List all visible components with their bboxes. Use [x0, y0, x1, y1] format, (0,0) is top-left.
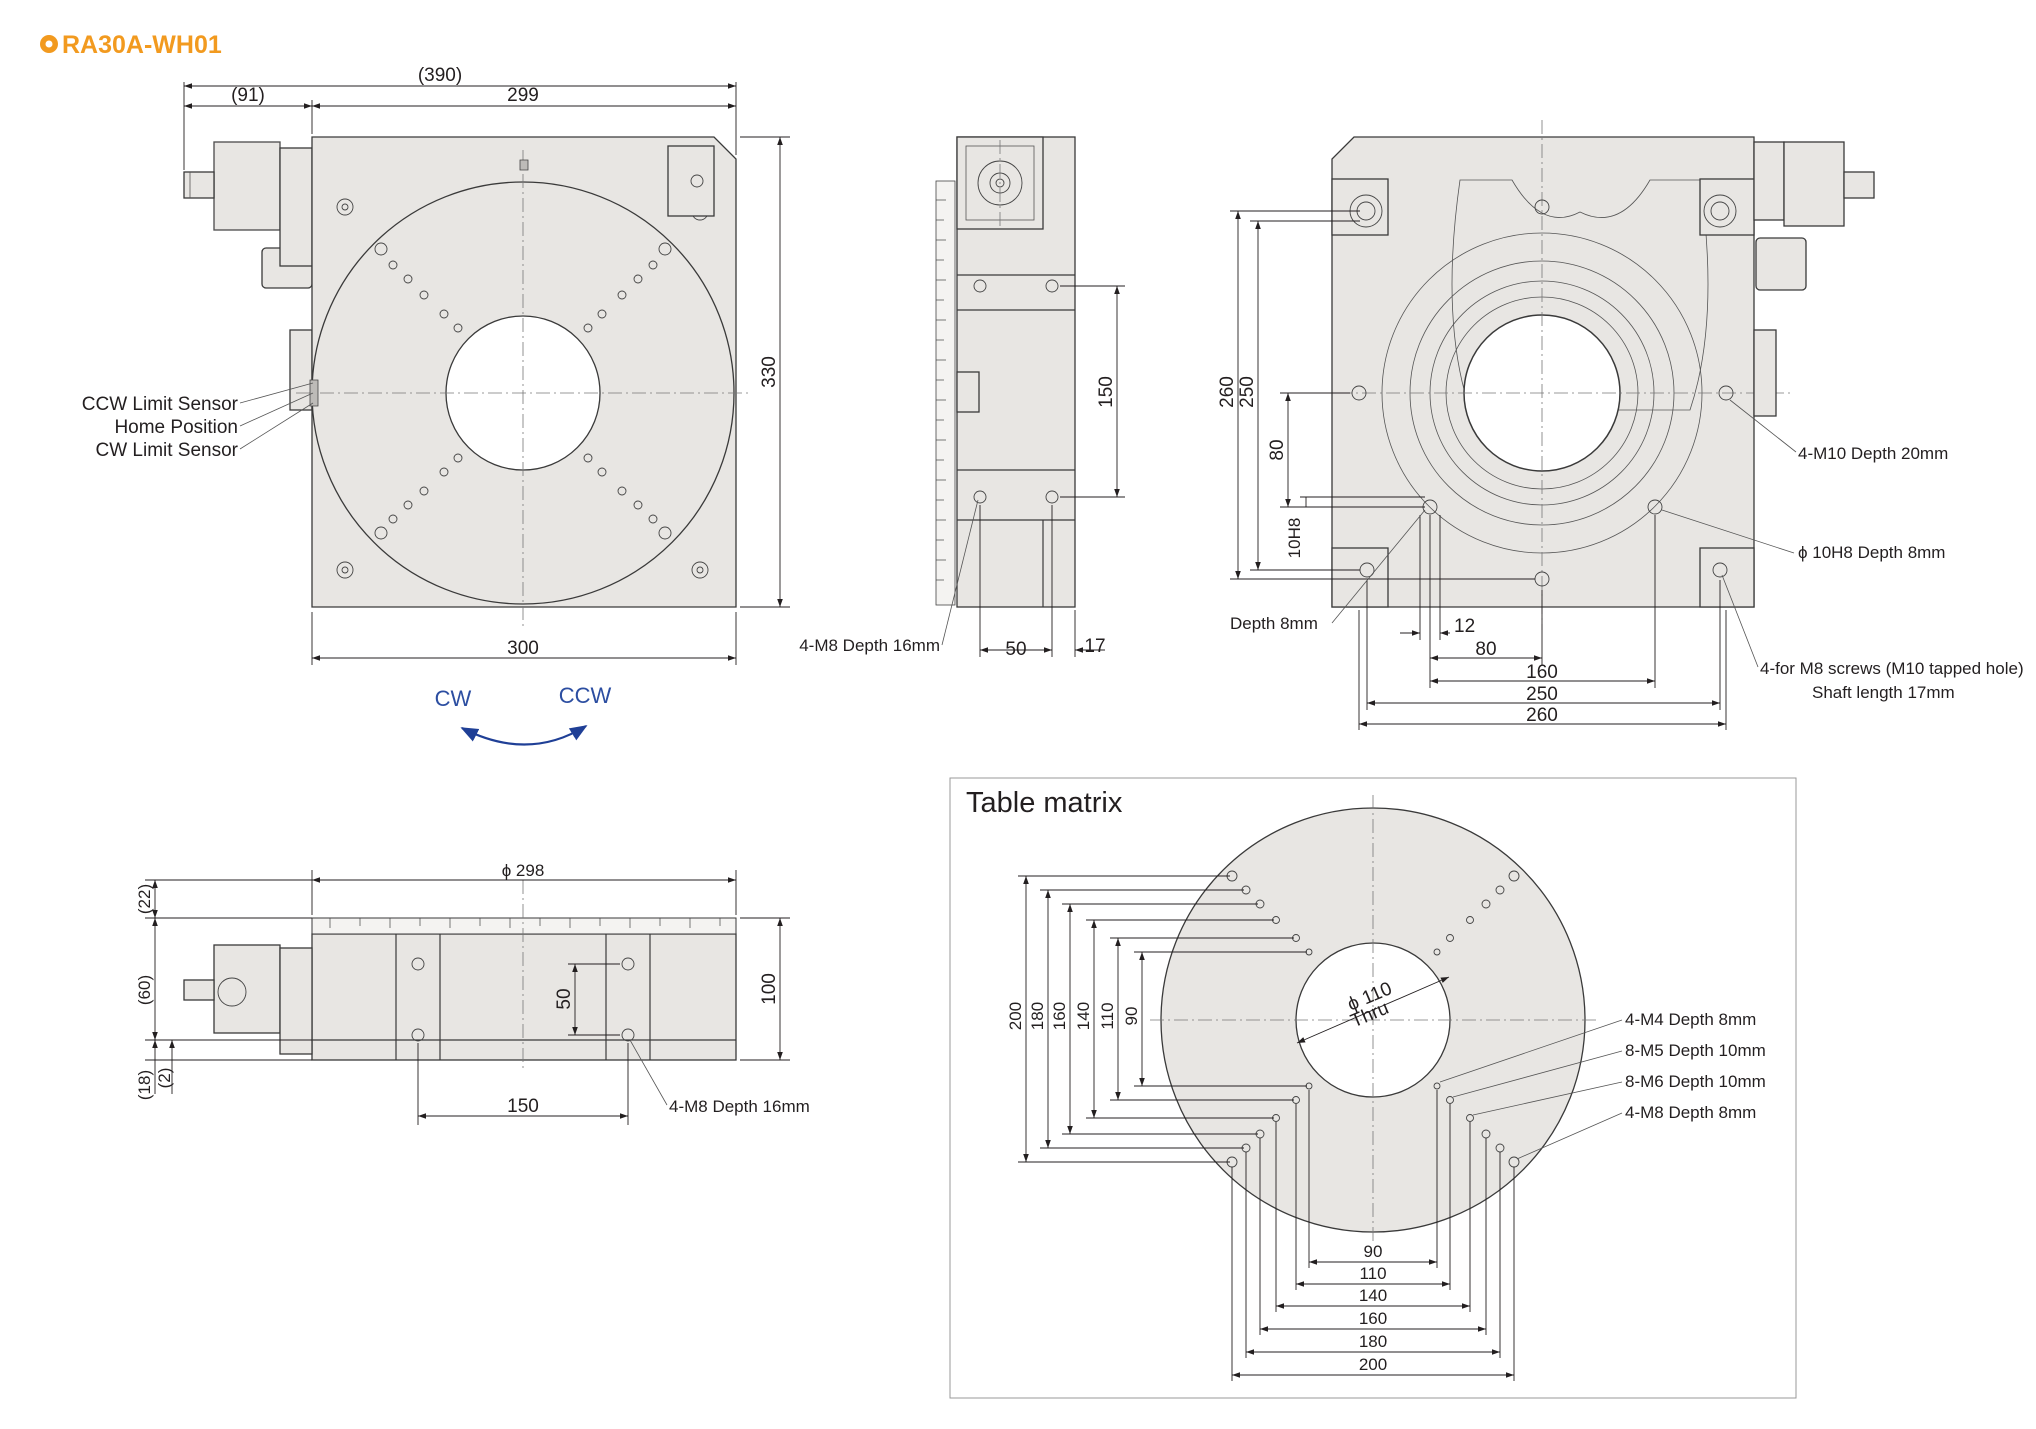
- side-dim-50: 50: [1005, 639, 1026, 660]
- bottom-dim-160: 160: [1526, 662, 1558, 683]
- side-dim-17: 17: [1084, 636, 1105, 657]
- depth-8mm-note: Depth 8mm: [1230, 614, 1318, 633]
- side-dim-150: 150: [1096, 376, 1117, 408]
- side-view: 150 50 17 4-M8 Depth 16mm: [799, 136, 1125, 660]
- drawing-title: RA30A-WH01: [62, 31, 222, 59]
- tm-vdim-140: 140: [1074, 1002, 1093, 1030]
- side-scale-strip: [935, 180, 956, 606]
- bottom-dim-250-v: 250: [1237, 376, 1258, 408]
- home-position-label: Home Position: [114, 417, 238, 438]
- ccw-label: CCW: [559, 683, 612, 708]
- m5-depth-note: 8-M5 Depth 10mm: [1625, 1041, 1766, 1060]
- m6-depth-note: 8-M6 Depth 10mm: [1625, 1072, 1766, 1091]
- table-matrix-vdims: [1018, 875, 1307, 1163]
- m8-screws-note: 4-for M8 screws (M10 tapped hole): [1760, 659, 2024, 678]
- dim-height-330: 330: [759, 356, 780, 388]
- cw-label: CW: [435, 686, 472, 711]
- table-matrix-panel: Table matrix ϕ 110 Thru: [949, 777, 1797, 1399]
- top-view-hole-pattern: [374, 242, 672, 540]
- rotation-arrow-icon: [460, 725, 588, 746]
- front-dim-2: (2): [155, 1068, 174, 1089]
- bottom-dim-80-h: 80: [1475, 639, 1496, 660]
- bottom-view: 260 250 80 10H8 12 80 160 250 260 4-M10 …: [1217, 120, 2024, 730]
- dim-motor-91: (91): [231, 85, 265, 106]
- bottom-dim-80-v: 80: [1267, 439, 1288, 460]
- title-block: RA30A-WH01: [40, 31, 222, 59]
- front-scale-ticks: [329, 918, 721, 928]
- bottom-dim-250-h: 250: [1526, 684, 1558, 705]
- table-matrix-hdims: [1231, 1090, 1515, 1381]
- tm-hdim-110: 110: [1359, 1264, 1386, 1283]
- bottom-dim-10h8: 10H8: [1285, 518, 1304, 559]
- top-view: (390) (91) 299 300 330 CCW Limit Sensor …: [82, 65, 790, 746]
- bottom-dim-260-v: 260: [1217, 376, 1238, 408]
- tm-hdim-200: 200: [1359, 1355, 1387, 1374]
- front-dim-100: 100: [759, 973, 780, 1005]
- m4-depth-note: 4-M4 Depth 8mm: [1625, 1010, 1756, 1029]
- pin-hole-note: ϕ 10H8 Depth 8mm: [1798, 543, 1945, 562]
- front-dim-298: ϕ 298: [502, 861, 545, 880]
- front-dim-50: 50: [554, 988, 575, 1009]
- shaft-length-note: Shaft length 17mm: [1812, 683, 1955, 702]
- table-matrix-frame: [949, 777, 1797, 1399]
- front-dim-22: (22): [135, 884, 154, 914]
- m10-depth-note: 4-M10 Depth 20mm: [1798, 444, 1948, 463]
- tm-vdim-160: 160: [1050, 1002, 1069, 1030]
- table-matrix-title: Table matrix: [966, 787, 1123, 819]
- front-view: ϕ 298 (22) (60) (18) (2) 100 50 150 4-M8…: [135, 861, 810, 1125]
- dim-body-299: 299: [507, 85, 539, 106]
- front-dim-18: (18): [135, 1070, 154, 1100]
- tm-hdim-90: 90: [1364, 1242, 1383, 1261]
- tm-hdim-180: 180: [1359, 1332, 1387, 1351]
- bottom-dim-260-h: 260: [1526, 705, 1558, 726]
- tm-vdim-200: 200: [1006, 1002, 1025, 1030]
- front-dim-150: 150: [507, 1096, 539, 1117]
- m8-depth-note: 4-M8 Depth 8mm: [1625, 1103, 1756, 1122]
- ccw-limit-sensor-label: CCW Limit Sensor: [82, 394, 239, 415]
- dim-width-300: 300: [507, 638, 539, 659]
- side-hole-note: 4-M8 Depth 16mm: [799, 636, 940, 655]
- tm-vdim-180: 180: [1028, 1002, 1047, 1030]
- side-scale-ticks: [936, 199, 946, 581]
- tm-vdim-90: 90: [1122, 1007, 1141, 1026]
- dim-overall-390: (390): [418, 65, 462, 86]
- tm-hdim-140: 140: [1359, 1286, 1387, 1305]
- tm-vdim-110: 110: [1098, 1002, 1117, 1029]
- front-dim-60: (60): [135, 975, 154, 1005]
- bottom-dim-12: 12: [1454, 616, 1475, 637]
- tm-hdim-160: 160: [1359, 1309, 1387, 1328]
- front-hole-note: 4-M8 Depth 16mm: [669, 1097, 810, 1116]
- cw-limit-sensor-label: CW Limit Sensor: [95, 440, 238, 461]
